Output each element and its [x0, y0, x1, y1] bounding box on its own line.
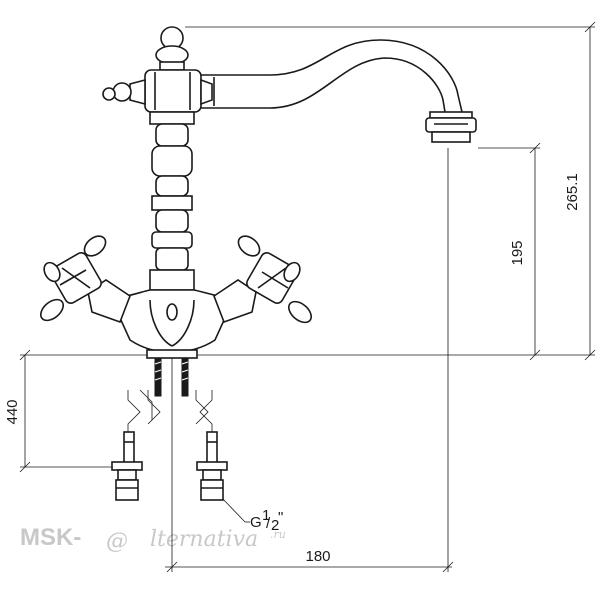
mounting-studs — [154, 357, 189, 397]
watermark: MSK- @ lternativa .ru — [20, 524, 286, 554]
left-hose-connector — [111, 431, 143, 501]
body-column — [149, 111, 195, 291]
dimension-labels: 265.1 195 440 180 G 1 / 2 " — [4, 173, 581, 565]
base-body — [108, 289, 237, 359]
spout — [200, 39, 477, 143]
thread-label-denominator: 2 — [271, 517, 279, 534]
watermark-domain-suffix: .ru — [270, 528, 286, 541]
reach-label: 180 — [305, 548, 330, 565]
left-cross-handle — [39, 235, 131, 324]
thread-label-base: G — [250, 514, 262, 531]
thread-leader-line — [221, 497, 246, 523]
watermark-at-logo: @ — [106, 529, 128, 554]
overall-height-label: 265.1 — [564, 173, 581, 211]
flexible-hoses — [127, 389, 213, 432]
watermark-brand-rest: lternativa — [150, 527, 258, 552]
head-block — [102, 69, 213, 113]
thread-label-suffix: " — [278, 509, 283, 526]
svg-text:/: / — [266, 515, 271, 532]
right-cross-handle — [213, 235, 313, 324]
thread-label: G 1 / 2 " — [250, 507, 283, 534]
hose-length-label: 440 — [4, 399, 21, 424]
spout-height-label: 195 — [509, 240, 526, 265]
dimension-lines — [19, 21, 596, 573]
thread-label-numerator: 1 — [262, 507, 270, 524]
watermark-brand-prefix: MSK- — [20, 524, 81, 551]
top-finial — [155, 26, 189, 71]
right-hose-connector — [196, 431, 228, 501]
